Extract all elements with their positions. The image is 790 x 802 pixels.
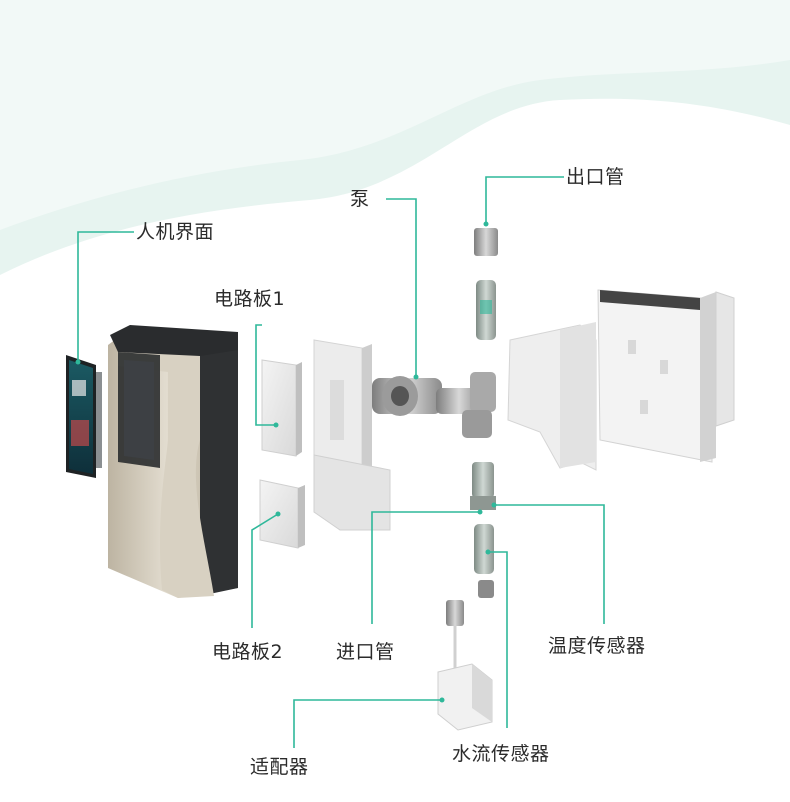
hmi-panel: [66, 355, 102, 478]
leader-pump: [386, 198, 417, 375]
label-pump: 泵: [350, 188, 370, 210]
leader-inlet: [371, 511, 480, 624]
label-hmi: 人机界面: [136, 221, 215, 243]
leader-temp: [494, 504, 605, 624]
leader-adapter: [293, 699, 442, 748]
leader-hmi: [77, 231, 134, 360]
circuit-board-1-shape: [261, 359, 302, 457]
lower-connectors: [470, 462, 496, 598]
label-flow-sensor: 水流传感器: [452, 743, 550, 765]
label-outlet-pipe: 出口管: [566, 166, 625, 188]
leader-board2: [251, 513, 279, 628]
label-inlet-pipe: 进口管: [336, 641, 395, 663]
rear-cover: [597, 289, 735, 463]
circuit-board-2-shape: [259, 479, 305, 549]
label-circuit-board-1: 电路板1: [214, 288, 286, 310]
outlet-pipe-shape: [474, 228, 498, 340]
pump-assembly: [372, 372, 496, 438]
leader-flow: [488, 551, 508, 728]
main-unit: [108, 325, 238, 598]
back-bracket: [507, 322, 597, 471]
label-temperature-sensor: 温度传感器: [548, 635, 646, 657]
adapter-shape: [437, 600, 493, 731]
background-wave-light: [0, 0, 790, 230]
leader-lines: [77, 176, 605, 748]
leader-board1: [255, 324, 276, 426]
leader-dots: [75, 221, 497, 703]
label-circuit-board-2: 电路板2: [212, 641, 284, 663]
leader-outlet: [485, 176, 564, 222]
front-bracket: [313, 339, 391, 531]
label-adapter: 适配器: [250, 756, 309, 778]
